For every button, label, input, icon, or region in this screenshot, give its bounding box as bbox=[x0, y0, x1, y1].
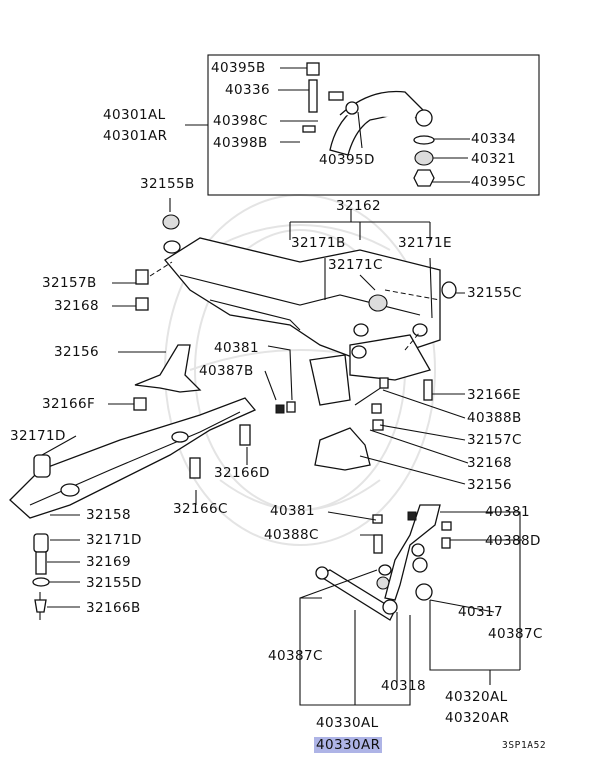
label-40398C[interactable]: 40398C bbox=[213, 113, 268, 129]
label-32171D-left[interactable]: 32171D bbox=[10, 428, 66, 444]
label-32171D-low[interactable]: 32171D bbox=[86, 532, 142, 548]
label-40388D[interactable]: 40388D bbox=[485, 533, 541, 549]
label-32166D[interactable]: 32166D bbox=[214, 465, 270, 481]
label-40387C-left[interactable]: 40387C bbox=[268, 648, 323, 664]
label-40388B[interactable]: 40388B bbox=[467, 410, 522, 426]
label-40330AR-highlighted[interactable]: 40330AR bbox=[314, 737, 383, 753]
label-32171B[interactable]: 32171B bbox=[291, 235, 346, 251]
label-40301AL[interactable]: 40301AL bbox=[103, 107, 166, 123]
label-32166C[interactable]: 32166C bbox=[173, 501, 228, 517]
label-40395B[interactable]: 40395B bbox=[211, 60, 266, 76]
bushing-stack-left bbox=[32, 269, 251, 620]
label-40388C[interactable]: 40388C bbox=[264, 527, 319, 543]
crossmember-32162 bbox=[162, 214, 457, 406]
label-40336[interactable]: 40336 bbox=[225, 82, 270, 98]
bracket-32156-left bbox=[134, 344, 202, 393]
label-32155B[interactable]: 32155B bbox=[140, 176, 195, 192]
label-40317[interactable]: 40317 bbox=[458, 604, 503, 620]
label-32166E[interactable]: 32166E bbox=[467, 387, 521, 403]
label-40320AL[interactable]: 40320AL bbox=[445, 689, 508, 705]
label-40301AR[interactable]: 40301AR bbox=[103, 128, 168, 144]
upper-arm-assembly bbox=[302, 62, 435, 187]
label-40320AR[interactable]: 40320AR bbox=[445, 710, 510, 726]
label-40381-mid[interactable]: 40381 bbox=[214, 340, 259, 356]
label-40318[interactable]: 40318 bbox=[381, 678, 426, 694]
label-32168-top[interactable]: 32168 bbox=[54, 298, 99, 314]
label-32168-right[interactable]: 32168 bbox=[467, 455, 512, 471]
label-32155C[interactable]: 32155C bbox=[467, 285, 522, 301]
diagram-code: 3SP1A52 bbox=[502, 740, 547, 751]
label-32166F[interactable]: 32166F bbox=[42, 396, 96, 412]
label-32158[interactable]: 32158 bbox=[86, 507, 131, 523]
frame-32158 bbox=[9, 397, 257, 519]
label-32157C[interactable]: 32157C bbox=[467, 432, 522, 448]
label-40330AL[interactable]: 40330AL bbox=[316, 715, 379, 731]
label-32171E[interactable]: 32171E bbox=[398, 235, 452, 251]
label-32156-right[interactable]: 32156 bbox=[467, 477, 512, 493]
label-40381-right[interactable]: 40381 bbox=[485, 504, 530, 520]
label-40334[interactable]: 40334 bbox=[471, 131, 516, 147]
label-32166B[interactable]: 32166B bbox=[86, 600, 141, 616]
label-40321[interactable]: 40321 bbox=[471, 151, 516, 167]
lower-arm-40320 bbox=[384, 504, 441, 601]
label-32155D[interactable]: 32155D bbox=[86, 575, 142, 591]
leader-lines bbox=[41, 67, 522, 706]
label-40398B[interactable]: 40398B bbox=[213, 135, 268, 151]
label-32157B[interactable]: 32157B bbox=[42, 275, 97, 291]
label-40387C-right[interactable]: 40387C bbox=[488, 626, 543, 642]
label-32169[interactable]: 32169 bbox=[86, 554, 131, 570]
label-40381-low[interactable]: 40381 bbox=[270, 503, 315, 519]
label-32162[interactable]: 32162 bbox=[336, 198, 381, 214]
label-32156-left[interactable]: 32156 bbox=[54, 344, 99, 360]
label-40395C[interactable]: 40395C bbox=[471, 174, 526, 190]
lower-arm-40318 bbox=[315, 564, 398, 621]
bracket-32156-right bbox=[314, 427, 371, 471]
bolts bbox=[275, 377, 452, 554]
label-40387B[interactable]: 40387B bbox=[199, 363, 254, 379]
label-32171C[interactable]: 32171C bbox=[328, 257, 383, 273]
label-40395D[interactable]: 40395D bbox=[319, 152, 375, 168]
dashed-leaders bbox=[149, 261, 441, 351]
